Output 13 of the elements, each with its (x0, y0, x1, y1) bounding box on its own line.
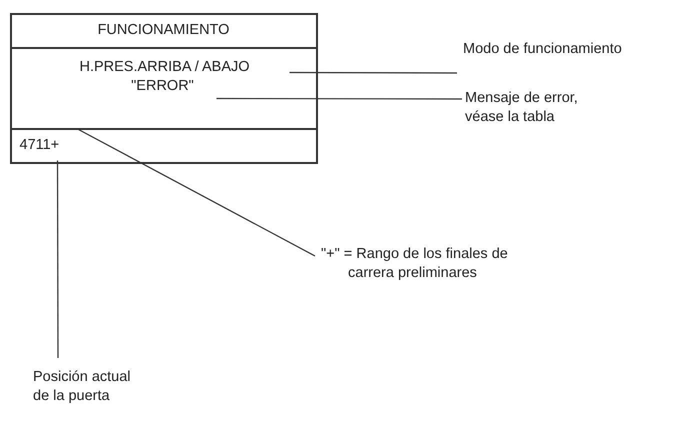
callout-label: Modo de funcionamiento (463, 40, 693, 59)
display-value: 4711+ (12, 130, 316, 160)
callout-label: "+" = Rango de los finales de carrera preliminares (321, 245, 538, 283)
display-text: H.PRES.ARRIBA / ABAJO (40, 58, 290, 76)
leader-line (78, 128, 316, 257)
display-screen (10, 13, 318, 164)
callout-label: Mensaje de error, véase la tabla (465, 89, 595, 127)
display-text: "ERROR" (108, 76, 216, 100)
leader-line (56, 160, 59, 358)
callout-label: Posición actual de la puerta (33, 368, 143, 406)
display-heading: FUNCIONAMIENTO (12, 20, 316, 40)
leader-line (290, 72, 457, 74)
leader-line (216, 98, 462, 100)
